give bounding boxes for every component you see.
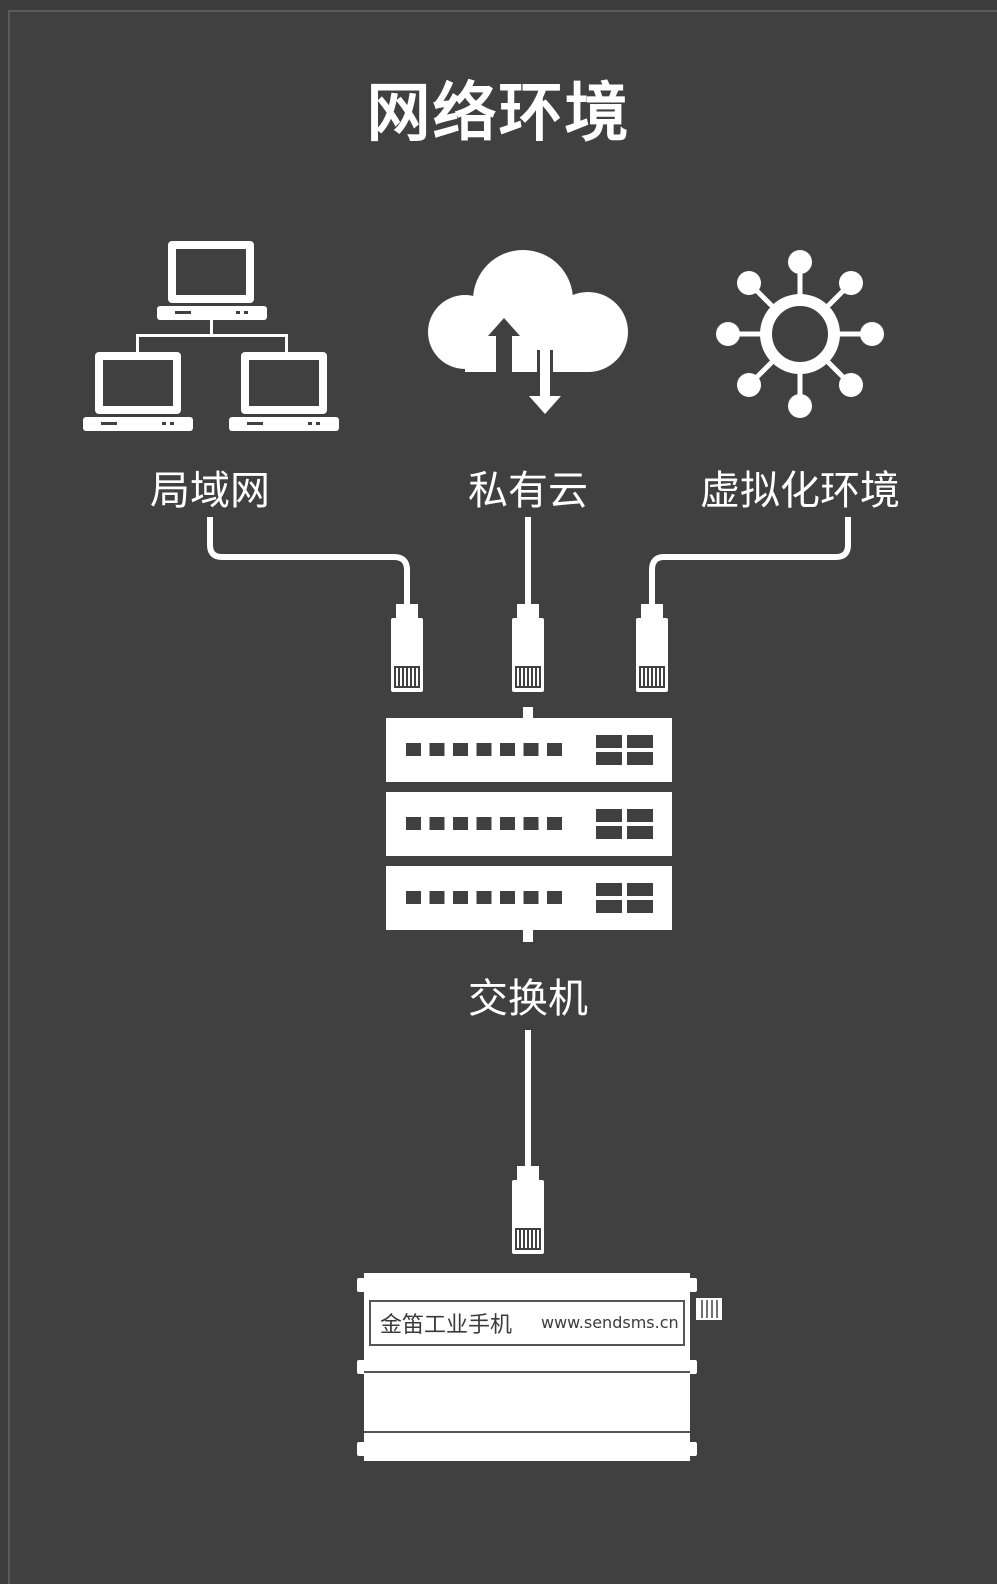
switch-unit — [386, 718, 672, 782]
switch-port — [500, 743, 515, 756]
switch-status-block — [627, 826, 653, 839]
switch-status-block — [627, 752, 653, 765]
switch-status-block — [627, 809, 653, 822]
switch-port — [547, 817, 562, 830]
switch-status-block — [596, 752, 622, 765]
switch-port — [453, 743, 468, 756]
node-label-switch: 交换机 — [468, 976, 588, 1022]
switch-status-block — [596, 900, 622, 913]
lan-network-icon — [83, 241, 339, 431]
switch-port — [453, 817, 468, 830]
node-label-private-cloud: 私有云 — [468, 468, 588, 514]
cloud-upload-download-icon — [428, 250, 628, 418]
device-url-label: www.sendsms.cn — [541, 1313, 679, 1332]
switch-status-block — [627, 735, 653, 748]
virtual-hub-icon — [716, 250, 884, 418]
switch-port — [476, 817, 492, 830]
network-switch-icon — [386, 707, 672, 942]
switch-port — [500, 817, 515, 830]
switch-status-block — [627, 883, 653, 896]
switch-port — [476, 891, 492, 904]
switch-status-block — [596, 883, 622, 896]
switch-port — [406, 891, 421, 904]
switch-status-block — [596, 809, 622, 822]
node-label-lan: 局域网 — [150, 468, 270, 514]
node-label-virtual-env: 虚拟化环境 — [700, 468, 900, 514]
switch-port — [429, 817, 445, 830]
switch-port — [406, 743, 421, 756]
page-title: 网络环境 — [366, 77, 631, 151]
switch-port — [523, 891, 539, 904]
switch-port — [453, 891, 468, 904]
switch-port — [476, 743, 492, 756]
switch-port — [429, 743, 445, 756]
switch-status-block — [627, 900, 653, 913]
switch-unit — [386, 792, 672, 856]
switch-port — [523, 817, 539, 830]
switch-port — [500, 891, 515, 904]
switch-port — [523, 743, 539, 756]
cables — [207, 517, 851, 1168]
switch-status-block — [596, 735, 622, 748]
switch-status-block — [596, 826, 622, 839]
switch-port — [406, 817, 421, 830]
industrial-modem-icon — [357, 1273, 722, 1461]
switch-unit — [386, 866, 672, 930]
switch-port — [547, 891, 562, 904]
device-brand-label: 金笛工业手机 — [380, 1313, 513, 1338]
switch-port — [547, 743, 562, 756]
switch-port — [429, 891, 445, 904]
